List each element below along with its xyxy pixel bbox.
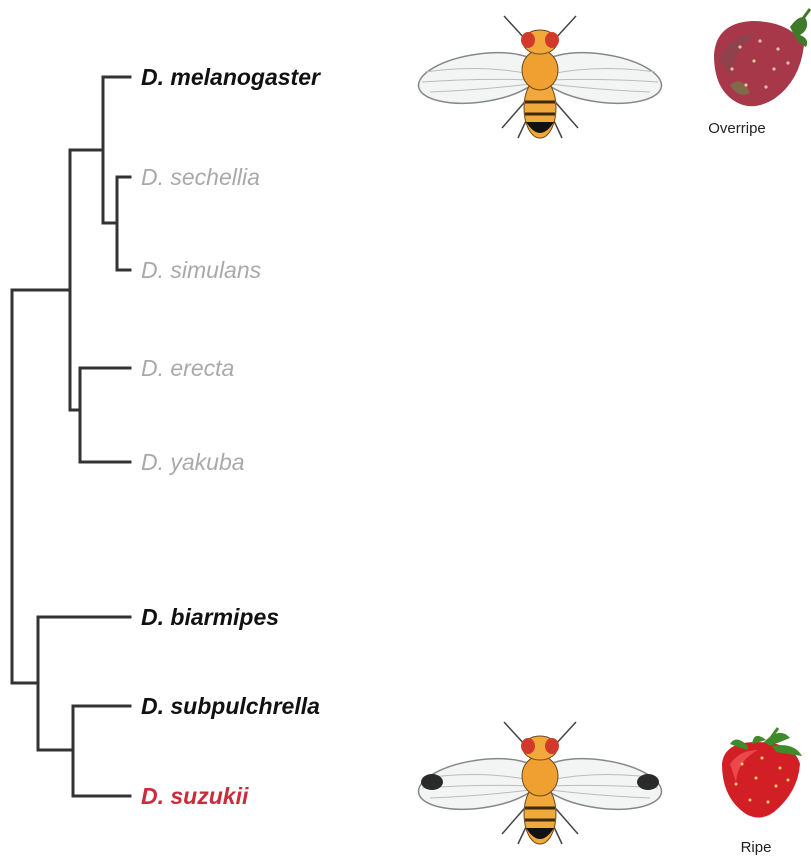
wing-spot-right (637, 774, 659, 790)
taxon-label-biarmipes: D. biarmipes (141, 606, 279, 629)
taxon-label-suzukii: D. suzukii (141, 785, 248, 808)
overripe-label: Overripe (708, 120, 766, 137)
ripe-strawberry-icon (722, 728, 802, 818)
taxon-label-sechellia: D. sechellia (141, 166, 260, 189)
phylogenetic-tree (12, 77, 130, 796)
taxon-label-simulans: D. simulans (141, 259, 261, 282)
drosophila-melanogaster-fly-icon (415, 16, 664, 138)
ripe-label: Ripe (741, 839, 772, 856)
taxon-label-yakuba: D. yakuba (141, 451, 245, 474)
taxon-label-erecta: D. erecta (141, 357, 234, 380)
drosophila-suzukii-fly-icon (415, 722, 664, 844)
taxon-label-melanogaster: D. melanogaster (141, 66, 320, 89)
wing-spot-left (421, 774, 443, 790)
overripe-strawberry-icon (714, 9, 810, 106)
taxon-label-subpulchrella: D. subpulchrella (141, 695, 320, 718)
